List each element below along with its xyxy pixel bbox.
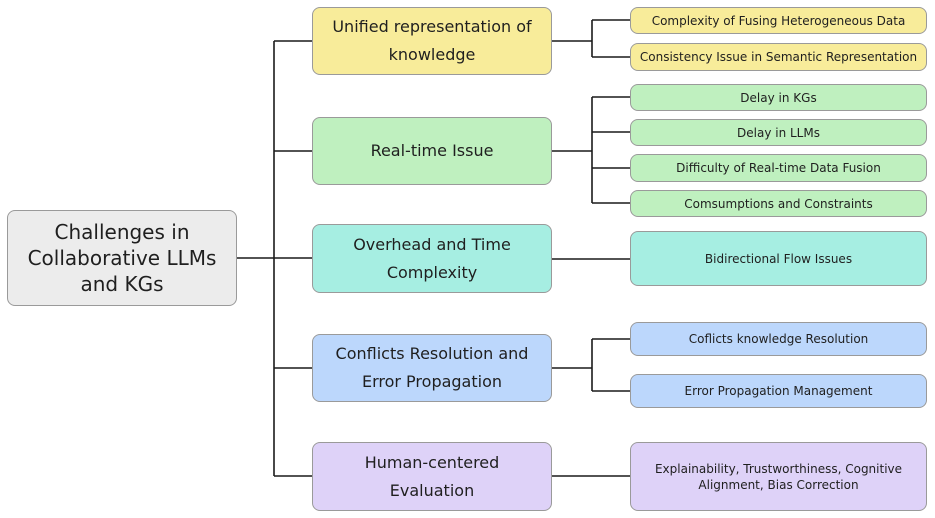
leaf-label: Complexity of Fusing Heterogeneous Data (651, 13, 906, 28)
category-overhead-time-complexity: Overhead and Time Complexity (312, 224, 552, 293)
leaf-label: Delay in LLMs (737, 125, 820, 140)
leaf-label: Consistency Issue in Semantic Representa… (639, 50, 918, 64)
leaf-consumptions-constraints: Comsumptions and Constraints (630, 190, 927, 217)
leaf-label: Difficulty of Real-time Data Fusion (676, 161, 881, 175)
leaf-label: Error Propagation Management (684, 384, 873, 398)
leaf-label: Coflicts knowledge Resolution (688, 332, 869, 346)
category-label: Unified representation of knowledge (332, 17, 532, 64)
category-real-time-issue: Real-time Issue (312, 117, 552, 185)
category-unified-representation: Unified representation of knowledge (312, 7, 552, 75)
leaf-explainability-trustworthiness: Explainability, Trustworthiness, Cogniti… (630, 442, 927, 511)
leaf-delay-kgs: Delay in KGs (630, 84, 927, 111)
leaf-label: Comsumptions and Constraints (684, 196, 873, 211)
leaf-error-propagation-management: Error Propagation Management (630, 374, 927, 408)
leaf-label: Delay in KGs (740, 90, 817, 105)
leaf-label: Bidirectional Flow Issues (704, 251, 853, 266)
leaf-delay-llms: Delay in LLMs (630, 119, 927, 146)
leaf-fusing-heterogeneous-data: Complexity of Fusing Heterogeneous Data (630, 7, 927, 34)
category-conflicts-resolution: Conflicts Resolution and Error Propagati… (312, 334, 552, 402)
root-label: Challenges in Collaborative LLMs and KGs (27, 220, 217, 296)
category-label: Overhead and Time Complexity (353, 234, 511, 282)
leaf-semantic-consistency: Consistency Issue in Semantic Representa… (630, 43, 927, 71)
category-label: Conflicts Resolution and Error Propagati… (335, 344, 529, 391)
category-label: Real-time Issue (370, 141, 494, 160)
leaf-label: Explainability, Trustworthiness, Cogniti… (654, 461, 903, 492)
leaf-conflicts-knowledge-resolution: Coflicts knowledge Resolution (630, 322, 927, 356)
root-node: Challenges in Collaborative LLMs and KGs (7, 210, 237, 306)
category-human-centered-evaluation: Human-centered Evaluation (312, 442, 552, 511)
leaf-real-time-data-fusion: Difficulty of Real-time Data Fusion (630, 154, 927, 182)
category-label: Human-centered Evaluation (364, 452, 500, 500)
leaf-bidirectional-flow: Bidirectional Flow Issues (630, 231, 927, 286)
